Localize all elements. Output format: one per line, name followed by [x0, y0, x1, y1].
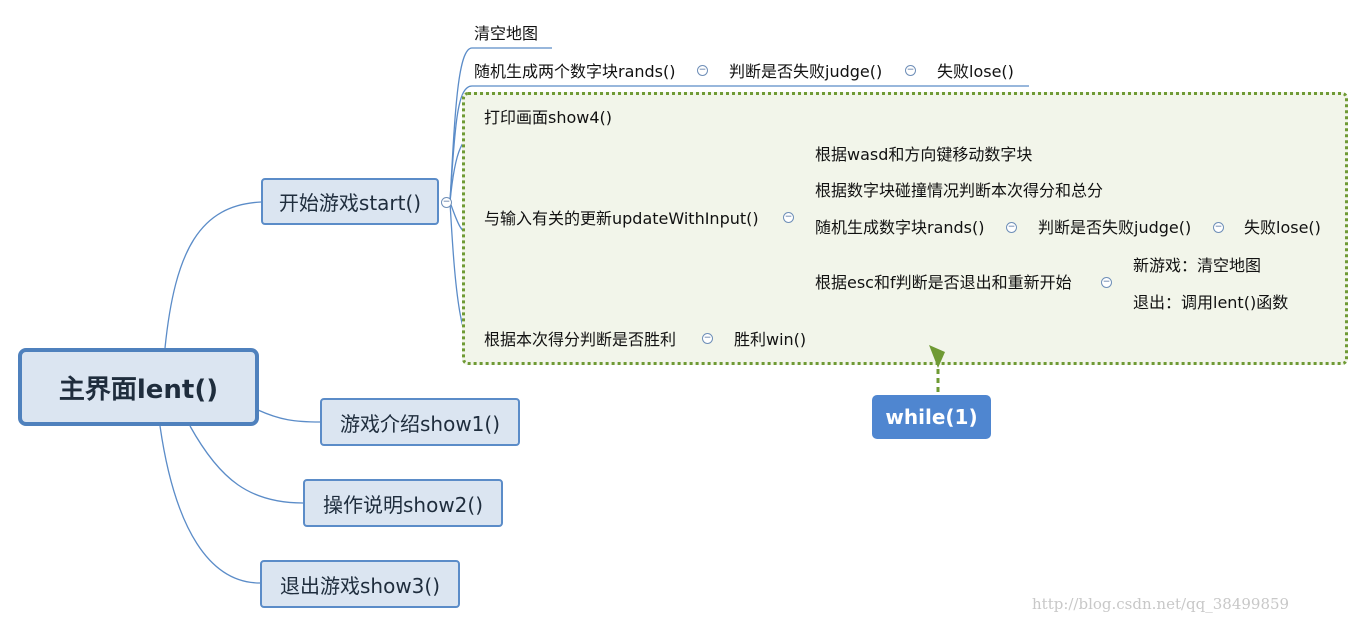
connector-root-show1 — [257, 409, 321, 423]
collapse-icon[interactable]: − — [905, 65, 916, 76]
collapse-icon[interactable]: − — [697, 65, 708, 76]
node-show3[interactable]: 退出游戏show3() — [260, 560, 460, 608]
node-show2[interactable]: 操作说明show2() — [303, 479, 503, 527]
collapse-icon[interactable]: − — [783, 212, 794, 223]
collapse-icon[interactable]: − — [441, 197, 452, 208]
collapse-icon[interactable]: − — [1006, 222, 1017, 233]
node-update-rands[interactable]: 随机生成数字块rands() — [815, 218, 985, 237]
node-show4[interactable]: 打印画面show4() — [484, 108, 613, 127]
node-win[interactable]: 胜利win() — [734, 330, 807, 349]
collapse-icon[interactable]: − — [702, 333, 713, 344]
node-update-judge[interactable]: 判断是否失败judge() — [1038, 218, 1192, 237]
node-judge[interactable]: 判断是否失败judge() — [729, 62, 883, 81]
node-move[interactable]: 根据wasd和方向键移动数字块 — [815, 145, 1033, 164]
node-score[interactable]: 根据数字块碰撞情况判断本次得分和总分 — [815, 181, 1104, 200]
while-loop-boundary — [462, 92, 1348, 365]
node-quit[interactable]: 退出：调用lent()函数 — [1133, 293, 1289, 312]
connector-start-rands — [449, 85, 473, 203]
connector-root-show2 — [189, 425, 304, 504]
node-start[interactable]: 开始游戏start() — [261, 178, 439, 225]
watermark: http://blog.csdn.net/qq_38499859 — [1032, 595, 1290, 613]
connector-root-start — [164, 201, 262, 349]
collapse-icon[interactable]: − — [1101, 277, 1112, 288]
root-node[interactable]: 主界面lent() — [18, 348, 259, 426]
node-win-judge[interactable]: 根据本次得分判断是否胜利 — [484, 330, 677, 349]
node-update-lose[interactable]: 失败lose() — [1244, 218, 1321, 237]
node-rands[interactable]: 随机生成两个数字块rands() — [474, 62, 676, 81]
node-clear-map[interactable]: 清空地图 — [474, 24, 539, 43]
while-loop-label[interactable]: while(1) — [872, 395, 991, 439]
node-show1[interactable]: 游戏介绍show1() — [320, 398, 520, 446]
node-update-with-input[interactable]: 与输入有关的更新updateWithInput() — [484, 209, 759, 228]
node-new-game[interactable]: 新游戏：清空地图 — [1133, 256, 1262, 275]
collapse-icon[interactable]: − — [1213, 222, 1224, 233]
node-lose[interactable]: 失败lose() — [937, 62, 1014, 81]
node-esc[interactable]: 根据esc和f判断是否退出和重新开始 — [815, 273, 1072, 292]
connector-root-show3 — [159, 425, 261, 584]
